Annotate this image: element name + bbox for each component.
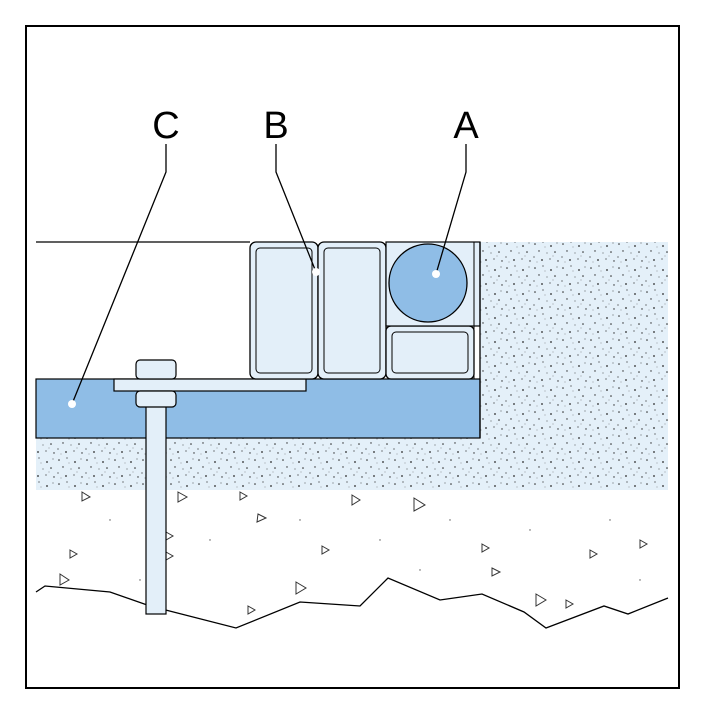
leader-dot-a: [432, 270, 440, 278]
concrete-layer-bottom: [36, 438, 668, 490]
leader-line-c: [71, 144, 167, 405]
callout-label-b: B: [263, 105, 288, 147]
bolt-nut-lower: [135, 390, 177, 408]
leader-dot-b: [312, 268, 320, 276]
leader-lines: [71, 144, 467, 405]
backer-rod: [388, 243, 468, 323]
leader-line-a: [435, 144, 467, 275]
filler-block-1-inner: [255, 247, 313, 374]
filler-block-2-inner: [323, 247, 381, 374]
anchor-bolt: [113, 359, 307, 615]
callout-label-c: C: [152, 105, 179, 147]
frame-border: [25, 25, 680, 689]
leader-dot-c: [68, 400, 76, 408]
filler-block-3-inner: [391, 331, 469, 374]
leader-line-b: [275, 144, 317, 273]
ground: [35, 491, 669, 629]
callout-label-a: A: [453, 105, 479, 147]
bolt-nut-upper: [135, 359, 177, 380]
washer-plate: [113, 378, 307, 392]
